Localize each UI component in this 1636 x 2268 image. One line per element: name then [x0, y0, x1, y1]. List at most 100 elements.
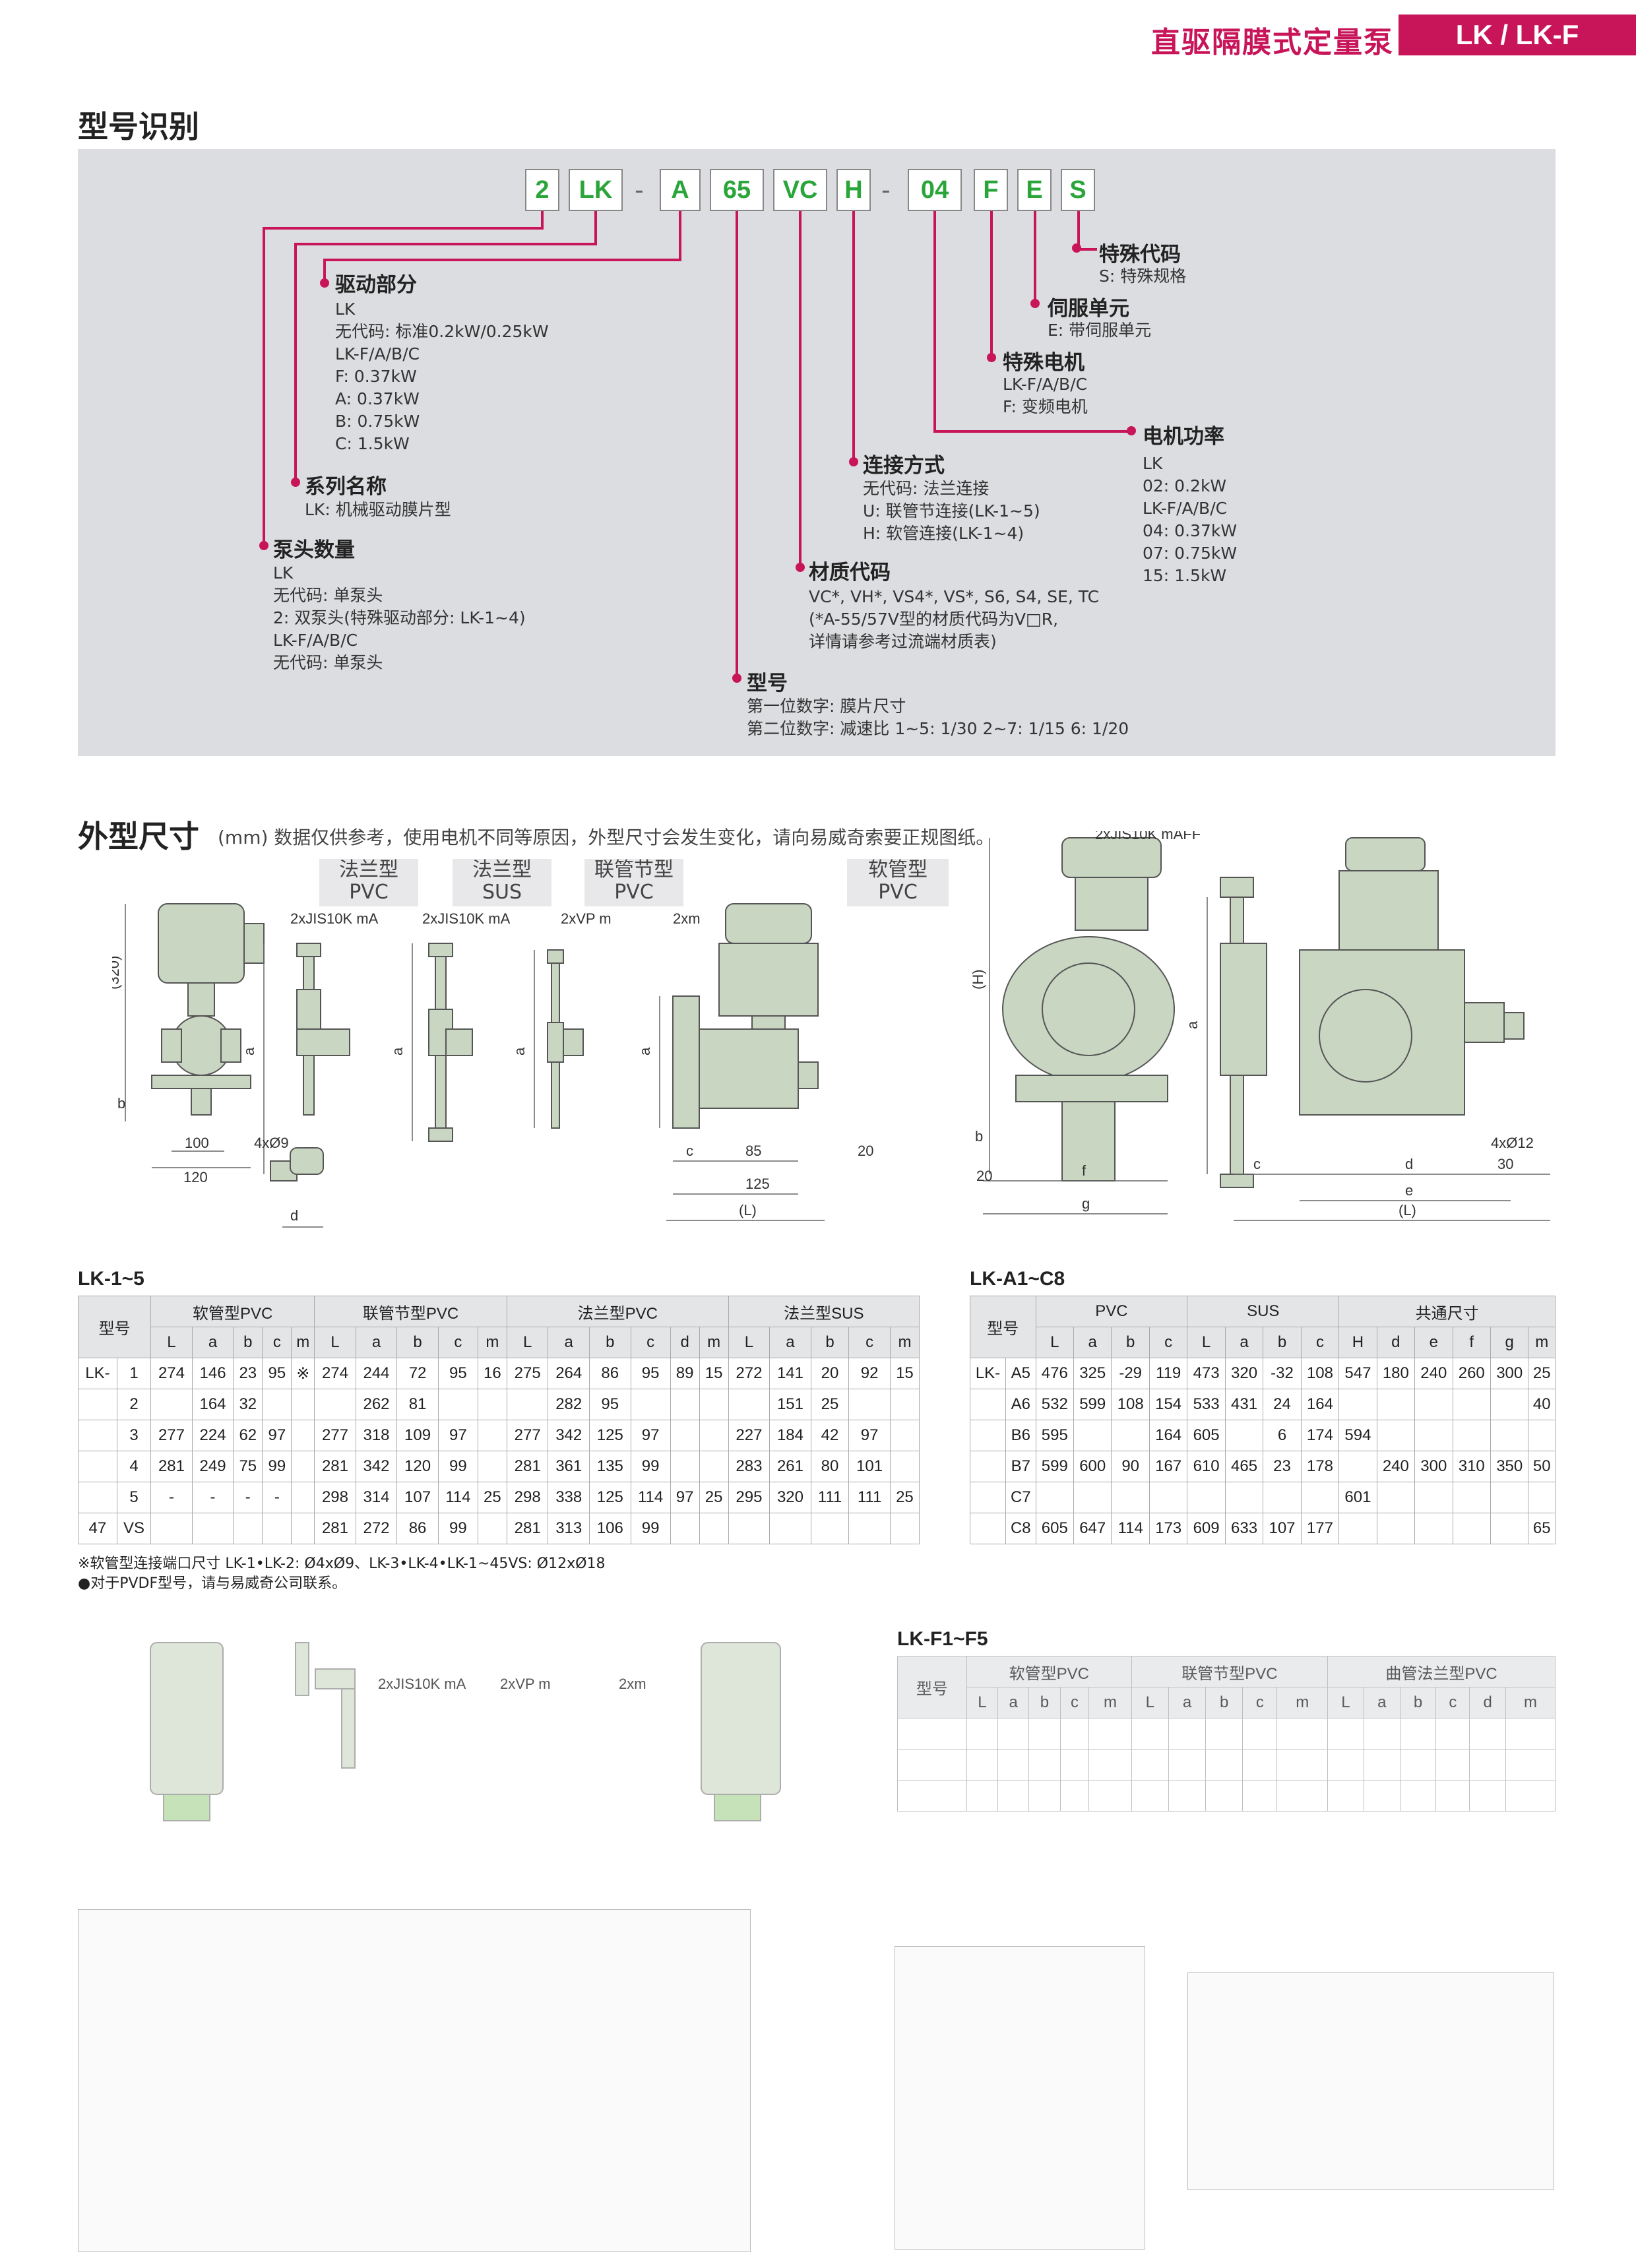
table-cell [314, 1389, 356, 1420]
dim-30: 30 [1497, 1156, 1513, 1172]
table-cell [1363, 1780, 1400, 1811]
faded-box [895, 1946, 1145, 2250]
table-header: 曲管法兰型PVC [1327, 1656, 1556, 1687]
table-cell [78, 1420, 117, 1451]
text-connection: 无代码: 法兰连接 U: 联管节连接(LK-1~5) H: 软管连接(LK-1~… [863, 479, 1040, 543]
table-cell: 473 [1187, 1358, 1226, 1389]
dim-120: 120 [183, 1169, 208, 1185]
table-cell [1242, 1749, 1278, 1780]
tag-union-pvc: 联管节型 PVC [584, 859, 683, 906]
label-connection: 连接方式 [863, 454, 945, 478]
table-cell [997, 1780, 1030, 1811]
table-cell [699, 1513, 729, 1544]
table-cell [699, 1389, 729, 1420]
table-cell: 135 [589, 1451, 631, 1482]
table-cell [1490, 1513, 1529, 1544]
table-cell: 283 [728, 1451, 771, 1482]
table-cell [1327, 1749, 1364, 1780]
table-cell: 164 [1148, 1420, 1188, 1451]
table-cell [1205, 1749, 1243, 1780]
table-cell [1327, 1780, 1364, 1811]
table-cell: 281 [314, 1451, 356, 1482]
table-cell: 277 [314, 1420, 356, 1451]
table-cell: 431 [1224, 1389, 1264, 1420]
table-cell: 224 [191, 1420, 234, 1451]
dim-20: 20 [858, 1143, 873, 1159]
table-cell: 533 [1187, 1389, 1226, 1420]
table-cell: - [191, 1482, 234, 1513]
table-cell: A6 [1005, 1389, 1036, 1420]
table-cell: 25 [810, 1389, 850, 1420]
table-cell: 114 [437, 1482, 478, 1513]
table-cell: 164 [191, 1389, 234, 1420]
table-row [897, 1718, 1556, 1749]
table-cell [1414, 1513, 1453, 1544]
table-col-header: a [769, 1327, 811, 1358]
label-heads: 泵头数量 [273, 538, 355, 562]
table-cell [1276, 1718, 1329, 1749]
label-drive: 驱动部分 [335, 273, 417, 297]
table-cell [191, 1513, 234, 1544]
code-dash: - [635, 175, 644, 205]
table-cell: 101 [848, 1451, 891, 1482]
table-col-header: c [848, 1327, 891, 1358]
dim-jis: 2xJIS10K mA [422, 910, 511, 927]
table-cell [1376, 1389, 1416, 1420]
table-col-header: m [1276, 1687, 1329, 1718]
table-cell [1414, 1389, 1453, 1420]
table-col-header: f [1452, 1327, 1491, 1358]
table-cell: 277 [150, 1420, 193, 1451]
tag-flange-sus: 法兰型 SUS [453, 859, 551, 906]
table-cell: 32 [233, 1389, 263, 1420]
table-cell: 42 [810, 1420, 850, 1451]
table-cell: 1 [116, 1358, 152, 1389]
table-cell [1452, 1389, 1491, 1420]
table-cell [670, 1389, 700, 1420]
code-box: S [1061, 169, 1095, 211]
table-title-lka1-c8: LK-A1~C8 [970, 1268, 1065, 1290]
table-cell [1073, 1482, 1112, 1513]
table-cell [1376, 1420, 1416, 1451]
table-col-header: b [1263, 1327, 1302, 1358]
table-cell [291, 1451, 315, 1482]
table-cell [969, 1513, 1007, 1544]
table-header: 联管节型PVC [1131, 1656, 1329, 1687]
header-badge: LK / LK-F [1399, 15, 1636, 55]
table-cell: 249 [191, 1451, 234, 1482]
table-cell: 95 [437, 1358, 478, 1389]
table-header: 型号 [77, 1296, 152, 1358]
dim-a: a [1184, 1021, 1201, 1029]
table-cell: 141 [769, 1358, 811, 1389]
table-cell [1111, 1482, 1150, 1513]
table-cell [150, 1389, 193, 1420]
table-col-header: b [810, 1327, 850, 1358]
dim-d: d [290, 1207, 298, 1224]
table-cell [1242, 1718, 1278, 1749]
table-cell [1452, 1420, 1491, 1451]
table-header: 共通尺寸 [1338, 1296, 1556, 1327]
table1-note: ※软管型连接端口尺寸 LK-1•LK-2: Ø4xØ9、LK-3•LK-4•LK… [78, 1556, 606, 1572]
table-row [897, 1749, 1556, 1780]
dim-a: a [241, 1047, 257, 1055]
table-cell: 99 [630, 1513, 671, 1544]
table-cell: 107 [396, 1482, 439, 1513]
table-cell: 62 [233, 1420, 263, 1451]
table-cell [1205, 1718, 1243, 1749]
table-cell: 65 [1528, 1513, 1556, 1544]
table-cell: C8 [1005, 1513, 1036, 1544]
table-cell [1338, 1451, 1377, 1482]
table-cell: 647 [1073, 1513, 1112, 1544]
table-col-header: m [1528, 1327, 1556, 1358]
dim-125: 125 [745, 1176, 770, 1192]
table-col-header: e [1414, 1327, 1453, 1358]
table-cell: 23 [233, 1358, 263, 1389]
table-cell: 80 [810, 1451, 850, 1482]
table-cell: 3 [116, 1420, 152, 1451]
table-col-header: m [1505, 1687, 1556, 1718]
table-title-lkf1-f5: LK-F1~F5 [897, 1628, 988, 1650]
table-cell [699, 1420, 729, 1451]
table-col-header: c [437, 1327, 478, 1358]
dimension-drawing-lk-a: (H) b 20 f g a 2xJIS10K mAFF c d e (L) 4… [970, 831, 1550, 1221]
